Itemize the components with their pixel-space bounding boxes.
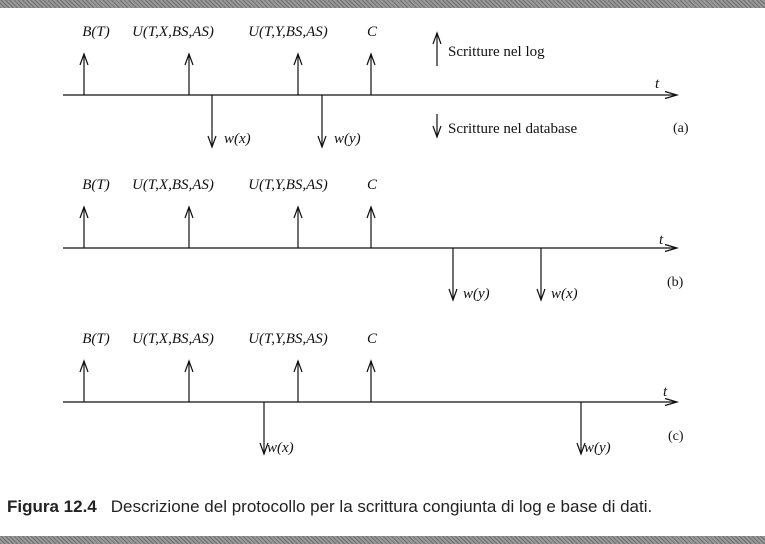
legend-up-arrow-head xyxy=(432,31,442,45)
figure-caption: Figura 12.4 Descrizione del protocollo pe… xyxy=(7,497,652,517)
panel-b-tag: (b) xyxy=(667,275,684,290)
panel-a-time-axis-arrowhead xyxy=(664,90,680,100)
panel-b-time-label: t xyxy=(659,232,664,248)
panel-b-log-arrow-begin-head xyxy=(79,205,89,219)
legend-db-writes: Scritture nel database xyxy=(448,121,577,137)
panel-b-db-label-write-x: w(x) xyxy=(551,286,578,302)
panel-b-log-arrow-commit-head xyxy=(366,205,376,219)
panel-b-log-arrow-update-x-head xyxy=(184,205,194,219)
panel-a-tag: (a) xyxy=(673,121,689,136)
panel-a-time-label: t xyxy=(655,76,660,92)
bottom-border xyxy=(0,536,765,544)
panel-c-db-label-write-y: w(y) xyxy=(584,440,611,456)
top-border xyxy=(0,0,765,8)
panel-a-log-label-update-y: U(T,Y,BS,AS) xyxy=(248,24,328,40)
caption-text: Descrizione del protocollo per la scritt… xyxy=(110,497,653,516)
panel-a-log-arrow-commit-head xyxy=(366,52,376,66)
figure-number: Figura 12.4 xyxy=(7,497,97,516)
panel-a-db-arrow-write-x-head xyxy=(207,135,217,149)
panel-c-db-label-write-x: w(x) xyxy=(267,440,294,456)
panel-a-db-label-write-x: w(x) xyxy=(224,131,251,147)
panel-c-log-label-commit: C xyxy=(367,331,378,347)
panel-b-db-arrow-write-y-head xyxy=(448,288,458,302)
panel-b-log-label-commit: C xyxy=(367,177,378,193)
panel-a-log-label-commit: C xyxy=(367,24,378,40)
panel-a-log-arrow-begin-head xyxy=(79,52,89,66)
panel-a-log-label-update-x: U(T,X,BS,AS) xyxy=(132,24,214,40)
panel-c-log-arrow-update-x-head xyxy=(184,359,194,373)
panel-c-log-label-update-x: U(T,X,BS,AS) xyxy=(132,331,214,347)
panel-c-log-arrow-commit-head xyxy=(366,359,376,373)
panel-a-db-arrow-write-y-head xyxy=(317,135,327,149)
panel-a-log-arrow-update-y-head xyxy=(293,52,303,66)
panel-b-db-label-write-y: w(y) xyxy=(463,286,490,302)
legend-log-writes: Scritture nel log xyxy=(448,44,545,60)
panel-a-log-label-begin: B(T) xyxy=(82,24,110,40)
panel-a-db-label-write-y: w(y) xyxy=(334,131,361,147)
panel-c-log-label-update-y: U(T,Y,BS,AS) xyxy=(248,331,328,347)
panel-c-tag: (c) xyxy=(668,429,684,444)
panel-b-db-arrow-write-x-head xyxy=(536,288,546,302)
panel-c-db-arrow-write-x-head xyxy=(259,442,269,456)
legend-down-arrow-head xyxy=(432,125,442,139)
panel-c-log-arrow-begin-head xyxy=(79,359,89,373)
panel-c-log-arrow-update-y-head xyxy=(293,359,303,373)
panel-a-log-arrow-update-x-head xyxy=(184,52,194,66)
panel-c-time-label: t xyxy=(663,384,668,400)
panel-c-log-label-begin: B(T) xyxy=(82,331,110,347)
panel-c-db-arrow-write-y-head xyxy=(576,442,586,456)
panel-c-time-axis-arrowhead xyxy=(664,397,680,407)
panel-b-log-label-begin: B(T) xyxy=(82,177,110,193)
panel-b-log-label-update-x: U(T,X,BS,AS) xyxy=(132,177,214,193)
panel-b-time-axis-arrowhead xyxy=(664,243,680,253)
panel-b-log-arrow-update-y-head xyxy=(293,205,303,219)
panel-b-log-label-update-y: U(T,Y,BS,AS) xyxy=(248,177,328,193)
